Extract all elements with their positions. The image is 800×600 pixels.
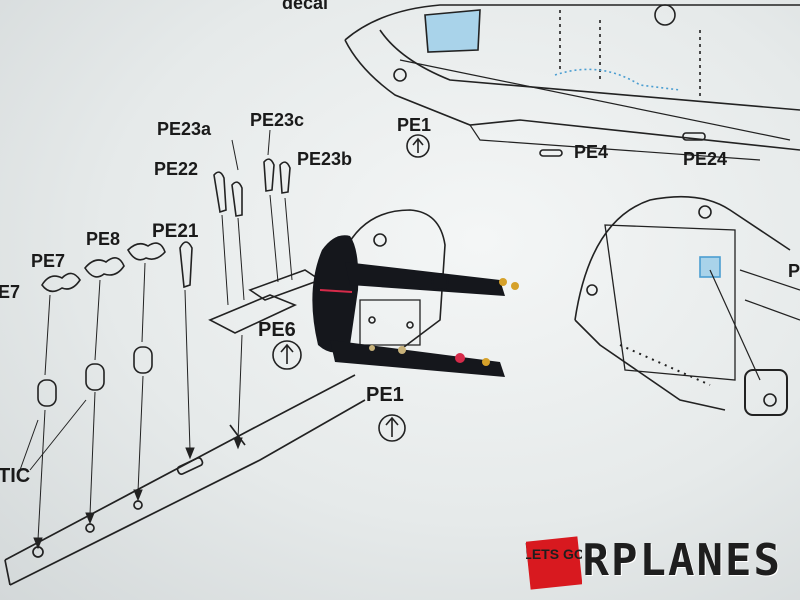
label-tic: TIC xyxy=(0,465,31,487)
label-pe8: PE8 xyxy=(86,229,121,249)
label-right-edge: P xyxy=(788,261,800,281)
label-pe4: PE4 xyxy=(574,142,609,162)
up-arrow-in-circle-icon xyxy=(406,134,430,158)
label-decal: decal xyxy=(282,0,329,13)
label-pe1-top: PE1 xyxy=(397,115,432,135)
leader-lines xyxy=(19,129,293,550)
label-pe23a: PE23a xyxy=(157,119,212,139)
panel-drawing xyxy=(344,209,446,361)
label-pe7-a: PE7 xyxy=(31,251,66,271)
label-pe1-mid: PE1 xyxy=(366,384,404,406)
label-pe24: PE24 xyxy=(683,149,728,169)
small-parts-drawing xyxy=(37,158,322,407)
label-pe23b: PE23b xyxy=(297,149,353,169)
label-pe23c: PE23c xyxy=(250,110,305,130)
photo-etched-instrument-panel xyxy=(312,235,519,377)
warplanes-logo: LETS GO xyxy=(525,536,582,590)
warplanes-watermark: LETS GO WARPLANES xyxy=(525,535,782,590)
top-fuselage-drawing xyxy=(344,4,800,161)
label-pe6: PE6 xyxy=(258,319,296,341)
logo-text: LETS GO xyxy=(526,546,582,562)
label-pe7-b: E7 xyxy=(0,282,21,302)
label-pe22: PE22 xyxy=(154,159,199,179)
right-part-drawing xyxy=(574,195,800,416)
up-arrow-in-circle-icon xyxy=(272,340,302,370)
up-arrow-in-circle-icon xyxy=(378,414,406,442)
base-strip-drawing xyxy=(4,374,366,586)
label-pe21: PE21 xyxy=(152,221,199,242)
